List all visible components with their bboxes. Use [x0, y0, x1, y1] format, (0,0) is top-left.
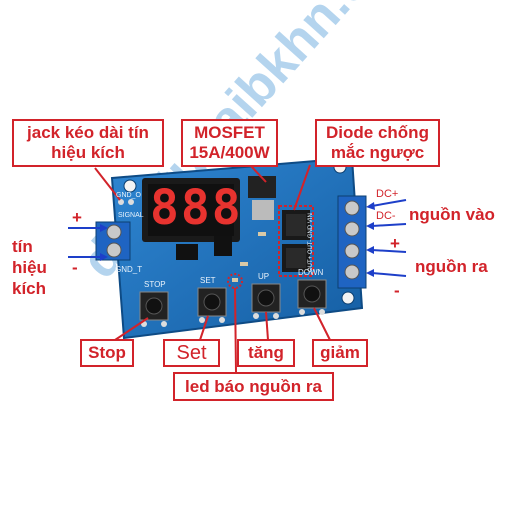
silk-gnd-t: GND_T: [115, 265, 143, 274]
silk-stop: STOP: [144, 280, 166, 289]
callout-mosfet: MOSFET 15A/400W: [181, 119, 278, 167]
callout-led: led báo nguồn ra: [173, 372, 334, 401]
callout-tang: tăng: [237, 339, 295, 367]
label-nguon-vao: nguồn vào: [409, 205, 495, 224]
trigger-plus-sign: +: [72, 208, 82, 227]
silk-up: UP: [258, 272, 270, 281]
seven-segment-display: 888: [150, 180, 243, 236]
dc-minus-label: DC-: [376, 210, 396, 222]
label-nguon-ra: nguồn ra: [415, 257, 488, 276]
silk-gnd-o: GND_O: [116, 192, 141, 199]
trigger-minus-sign: -: [72, 258, 78, 277]
label-tin-hieu-kich: tín hiệu kích: [12, 237, 47, 298]
callout-giam: giảm: [312, 339, 368, 367]
silk-down: DOWN: [298, 268, 324, 277]
callout-stop: Stop: [80, 339, 134, 367]
silk-signal: SIGNAL: [118, 212, 144, 219]
out-plus-sign: +: [390, 234, 400, 253]
silk-set: SET: [200, 276, 216, 285]
callout-diode: Diode chống mắc ngược: [315, 119, 440, 167]
dc-plus-label: DC+: [376, 188, 399, 200]
silk-terminal-right: OUT+ OUT- GND VIN: [308, 213, 314, 272]
callout-set: Set: [163, 339, 220, 367]
out-minus-sign: -: [394, 281, 400, 300]
callout-jack: jack kéo dài tín hiệu kích: [12, 119, 164, 167]
